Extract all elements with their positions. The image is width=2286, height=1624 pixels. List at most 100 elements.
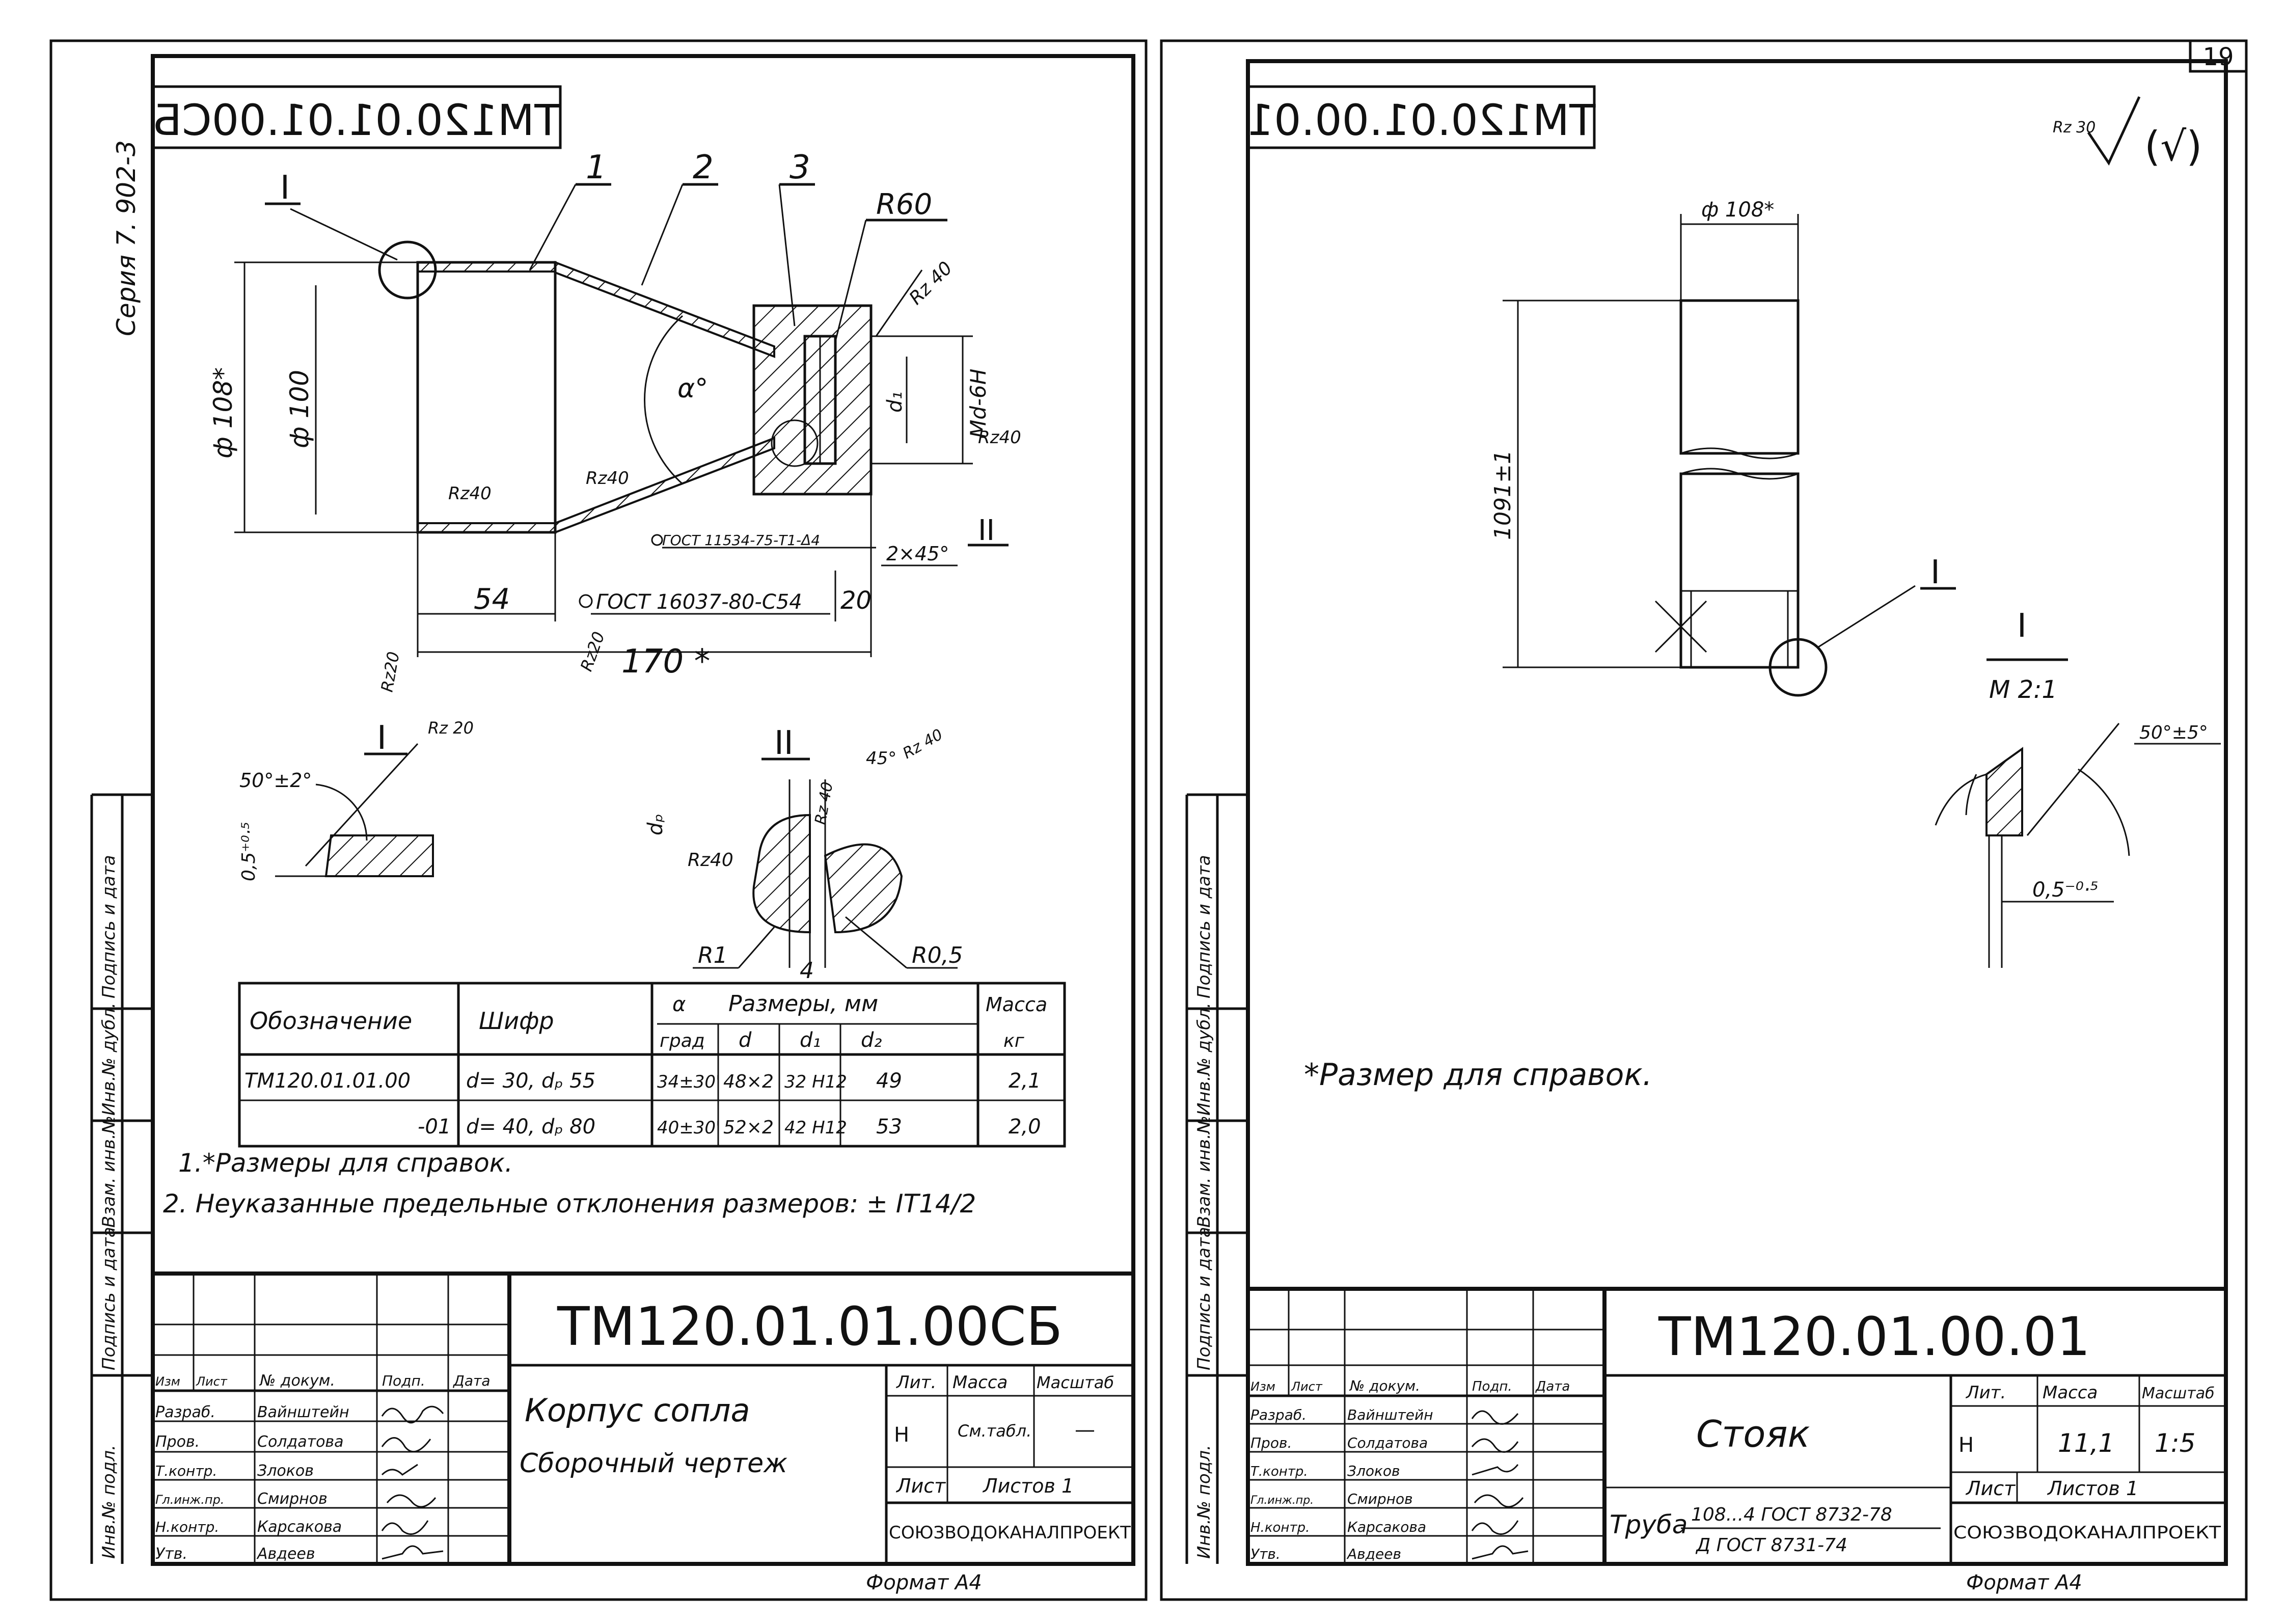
- scale-value: —: [1075, 1418, 1095, 1442]
- format-label: Формат А4: [866, 1571, 982, 1594]
- tb-name: Солдатова: [257, 1433, 344, 1451]
- signature: [386, 1494, 437, 1508]
- table-cell: -01: [418, 1115, 451, 1139]
- tb-name: Вайнштейн: [257, 1403, 349, 1421]
- signature: [1474, 1494, 1524, 1508]
- right-side-label-2: Подпись и дата: [1194, 1227, 1214, 1370]
- detail-II-rough3: Rz40: [688, 850, 733, 871]
- sheets-label: Листов 1: [982, 1475, 1074, 1497]
- detail-II-w4: 4: [800, 958, 814, 984]
- detail-II-dp: dₚ: [644, 814, 667, 835]
- note-1: 1.*Размеры для справок.: [178, 1148, 513, 1178]
- pipe-scale-value: 1:5: [2155, 1428, 2195, 1458]
- table-cell: 34±30': [657, 1072, 720, 1092]
- variants-table: Обозначение Шифр α град Размеры, мм d d₁…: [238, 982, 1066, 1148]
- tb-head: Подп.: [1472, 1379, 1512, 1394]
- detail-II-rough2: Rz 40: [900, 725, 946, 762]
- left-mirror-code: ТМ120.01.01.00СБ: [152, 95, 561, 145]
- th-designation: Обозначение: [250, 1007, 412, 1035]
- pipe-sheets-label: Листов 1: [2047, 1477, 2138, 1500]
- left-side-label-5: Подпись и дата: [99, 855, 119, 998]
- left-mirror-code-box: [151, 85, 562, 149]
- dim-170: 170 *: [621, 643, 711, 681]
- pipe-title-name: Стояк: [1696, 1413, 1810, 1455]
- detail-I-gap: 0,5⁺⁰·⁵: [238, 822, 259, 881]
- ref-II: II: [978, 514, 995, 547]
- rz40-c: Rz40: [586, 468, 629, 489]
- tb-role: Т.контр.: [155, 1463, 217, 1479]
- tb-name: Вайнштейн: [1347, 1406, 1433, 1423]
- detail-II-rough1: Rz 40: [811, 780, 836, 826]
- pipe-drawing: ф 108* 1091±1 I: [1490, 198, 1956, 697]
- table-cell: 40±30': [657, 1118, 720, 1138]
- tb-name: Карсакова: [1347, 1519, 1426, 1535]
- dim-chamfer: 2×45°: [886, 543, 949, 565]
- detail-II-r05: R0,5: [912, 942, 963, 968]
- signature: [1472, 1545, 1529, 1560]
- left-side-label-3: Взам. инв.№: [99, 1116, 119, 1228]
- roughness-paren: (√): [2144, 123, 2202, 170]
- table-cell: ТМ120.01.01.00: [244, 1069, 411, 1093]
- th-mass-unit: кг: [1003, 1031, 1025, 1051]
- tb-head: Дата: [452, 1372, 491, 1389]
- tb-head: Изм: [155, 1374, 180, 1389]
- tb-role: Н.контр.: [155, 1519, 219, 1535]
- title-name: Корпус сопла: [525, 1392, 750, 1429]
- table-cell: 52×2: [723, 1117, 774, 1138]
- th-mass: Масса: [986, 993, 1047, 1016]
- h-scale: Масштаб: [1037, 1373, 1114, 1392]
- pipe-h-lit: Лит.: [1965, 1383, 2006, 1403]
- material-top: 108...4 ГОСТ 8732-78: [1691, 1504, 1892, 1525]
- mass-value: См.табл.: [958, 1421, 1031, 1441]
- tb-head: Лист: [196, 1374, 228, 1389]
- signature: [381, 1437, 431, 1452]
- th-alpha-unit: град: [660, 1031, 705, 1051]
- detail-II-r1: R1: [698, 942, 728, 968]
- left-side-label-4: Инв.№ дубл.: [99, 1003, 119, 1116]
- tb-role: Т.контр.: [1250, 1464, 1308, 1479]
- detail-I-title: I: [377, 719, 387, 757]
- signature: [1472, 1464, 1519, 1476]
- table-cell: 32 H12: [784, 1072, 847, 1092]
- note-2: 2. Неуказанные предельные отклонения раз…: [163, 1189, 976, 1219]
- rz40-b: Rz40: [978, 427, 1021, 448]
- detail-I: I Rz 20 50°±2° 0,5⁺⁰·⁵: [238, 718, 474, 881]
- signature: [1471, 1520, 1519, 1535]
- tb-role: Разраб.: [155, 1403, 215, 1421]
- dim-d108: ф 108*: [208, 367, 238, 458]
- th-alpha: α: [672, 993, 686, 1016]
- sheet-number: 19: [2202, 43, 2234, 71]
- dim-alpha: α°: [677, 373, 708, 404]
- left-title-block: ТМ120.01.01.00СБ Корпус сопла Сборочный …: [153, 1271, 1133, 1594]
- signature: [381, 1405, 444, 1424]
- tb-role: Утв.: [1250, 1546, 1281, 1562]
- tb-head: № докум.: [259, 1372, 335, 1390]
- sheet-number-box: [2189, 39, 2248, 73]
- pipe-h-mass: Масса: [2043, 1383, 2098, 1403]
- signature: [1471, 1410, 1519, 1425]
- table-cell: 2,0: [1009, 1115, 1041, 1139]
- nozzle-body-drawing: I 1 2 3 R60 α°: [208, 149, 1021, 693]
- th-d: d: [739, 1028, 752, 1052]
- tb-head: Изм: [1250, 1379, 1275, 1394]
- pipe-detail-title: I: [2017, 607, 2027, 645]
- ref-I: I: [280, 169, 290, 207]
- table-cell: 42 H12: [784, 1118, 847, 1138]
- roughness-check-icon: [2087, 96, 2141, 166]
- th-d2: d₂: [861, 1028, 882, 1052]
- tb-role: Н.контр.: [1250, 1520, 1310, 1535]
- dim-54: 54: [474, 583, 510, 616]
- signature: [1471, 1438, 1519, 1453]
- tb-role: Пров.: [155, 1433, 200, 1451]
- material-label: Труба: [1610, 1510, 1688, 1539]
- signature: [382, 1545, 444, 1560]
- callout-3: 3: [790, 149, 810, 186]
- right-side-label-3: Взам. инв.№: [1194, 1116, 1214, 1228]
- detail-I-rough: Rz 20: [428, 718, 474, 738]
- detail-II-angle: 45°: [866, 748, 896, 769]
- th-cipher: Шифр: [479, 1007, 554, 1035]
- pipe-org-name: СОЮЗВОДОКАНАЛПРОЕКТ: [1953, 1523, 2221, 1543]
- title-code: ТМ120.01.01.00СБ: [557, 1295, 1063, 1358]
- table-cell: d= 30, dₚ 55: [466, 1069, 595, 1093]
- gost-16037: ГОСТ 16037-80-С54: [596, 590, 802, 614]
